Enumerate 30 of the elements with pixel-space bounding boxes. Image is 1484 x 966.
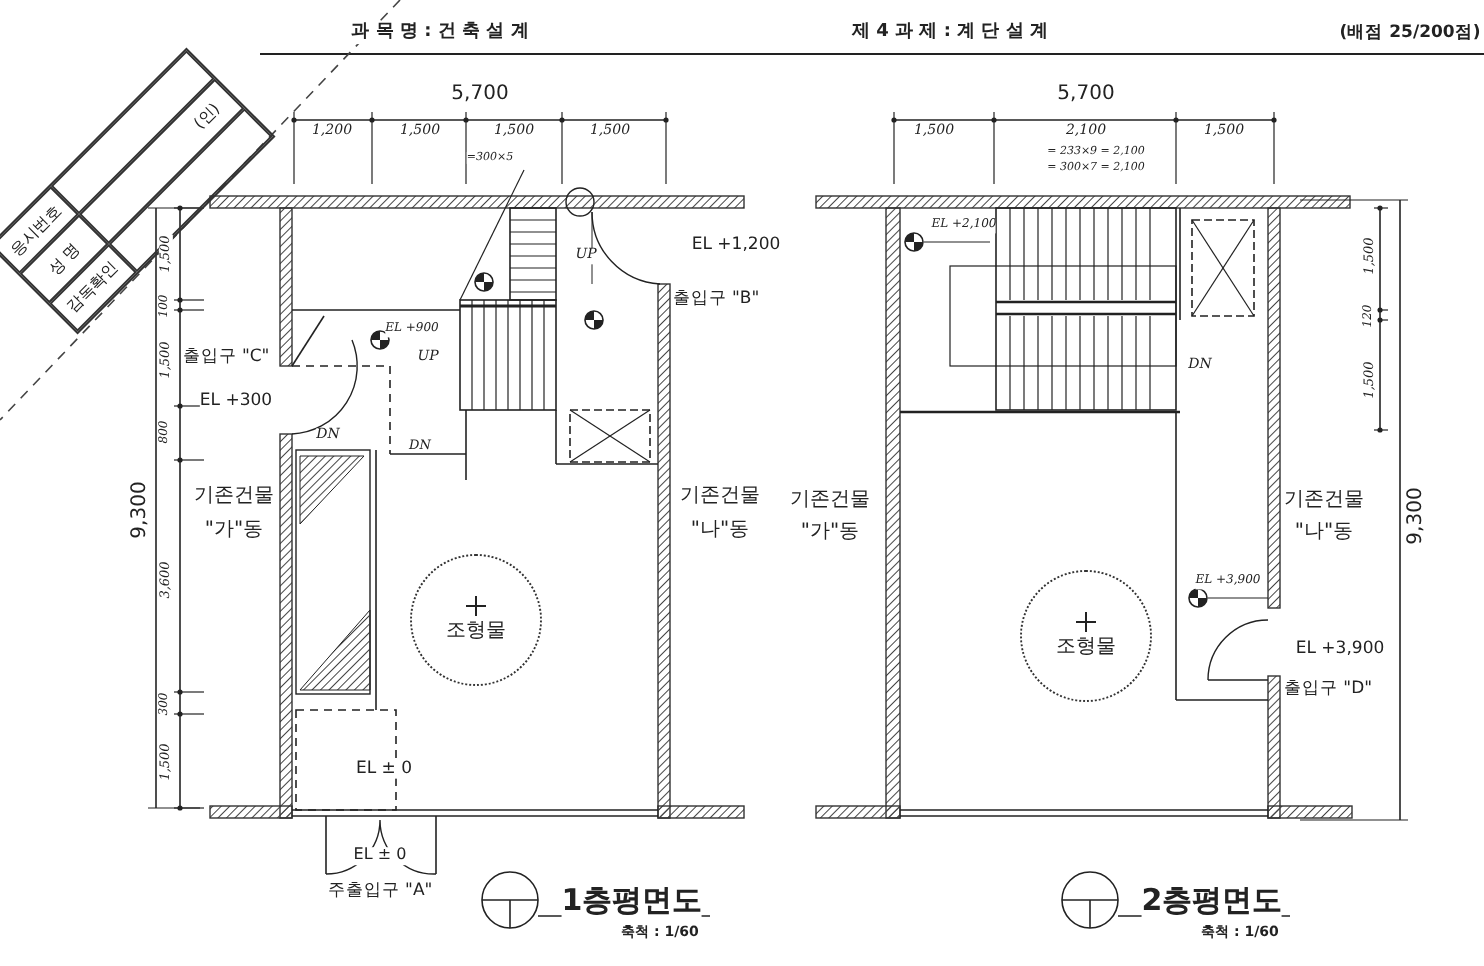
plan-label: 기존건물 xyxy=(194,485,274,507)
plan-label: EL ± 0 xyxy=(353,847,407,865)
plan-label: 출입구 "C" xyxy=(182,348,270,368)
plan-label: 주출입구 "A" xyxy=(327,882,433,902)
drawing-title: 2층평면도 xyxy=(1141,883,1283,917)
plan-label: "나"동 xyxy=(690,519,750,541)
plan-label: 기존건물 xyxy=(680,485,760,507)
drawing-title: 1층평면도 xyxy=(561,883,703,917)
plan-label: 기존건물 xyxy=(790,489,870,511)
heading-text: 제 4 과 제 : 계 단 설 계 xyxy=(852,24,1048,44)
sculpture-circle xyxy=(1020,570,1152,702)
plan-label: EL +3,900 xyxy=(1295,640,1385,660)
plan-label: EL +1,200 xyxy=(691,236,781,256)
dimension-text: 9,300 xyxy=(1405,487,1427,545)
heading-text: (배점 25/200점) xyxy=(1339,24,1481,44)
plan-label: 출입구 "D" xyxy=(1283,680,1373,700)
plan-label: EL ± 0 xyxy=(355,760,413,780)
heading-text: 과 목 명 : 건 축 설 계 xyxy=(351,24,529,44)
plan-label: 기존건물 xyxy=(1284,489,1364,511)
dimension-text: 9,300 xyxy=(129,481,151,539)
dimension-text: 5,700 xyxy=(451,83,509,105)
sculpture-circle xyxy=(410,554,542,686)
plan-label: "나"동 xyxy=(1294,521,1354,543)
plan-label: 출입구 "B" xyxy=(672,290,760,310)
plan-label: "가"동 xyxy=(204,519,264,541)
plan-label: "가"동 xyxy=(800,521,860,543)
sculpture-label: 조형물 xyxy=(1056,634,1116,660)
dimension-text: 5,700 xyxy=(1057,83,1115,105)
sculpture-label: 조형물 xyxy=(446,618,506,644)
plan-label: EL +300 xyxy=(199,392,273,412)
